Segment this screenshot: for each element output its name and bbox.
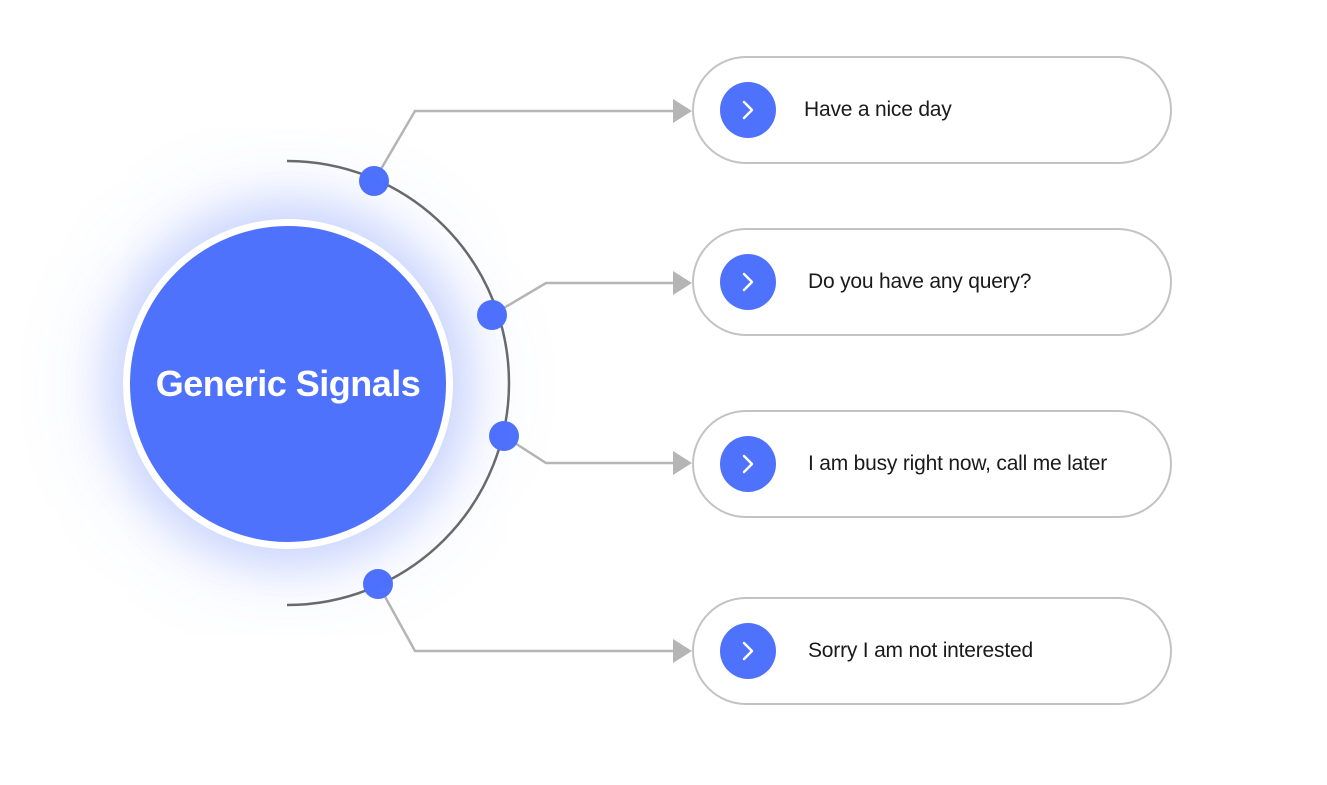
arc-node-4 bbox=[363, 569, 393, 599]
connector-line-4 bbox=[376, 583, 676, 653]
chevron-right-icon bbox=[720, 436, 776, 492]
connector-arrow-2 bbox=[673, 271, 692, 295]
chevron-right-icon bbox=[720, 254, 776, 310]
hub-title: Generic Signals bbox=[155, 363, 421, 404]
arc-node-1 bbox=[359, 166, 389, 196]
signal-card-1[interactable]: Have a nice day bbox=[692, 56, 1172, 164]
signal-card-3[interactable]: I am busy right now, call me later bbox=[692, 410, 1172, 518]
signal-label: Do you have any query? bbox=[808, 270, 1032, 293]
connector-arrow-3 bbox=[673, 451, 692, 475]
connector-line-2 bbox=[491, 281, 676, 317]
signal-card-4[interactable]: Sorry I am not interested bbox=[692, 597, 1172, 705]
arc-node-2 bbox=[477, 300, 507, 330]
signal-label: I am busy right now, call me later bbox=[808, 452, 1107, 475]
signal-card-2[interactable]: Do you have any query? bbox=[692, 228, 1172, 336]
connector-arrow-1 bbox=[673, 99, 692, 123]
hub-circle: Generic Signals bbox=[123, 219, 453, 549]
chevron-right-icon bbox=[720, 623, 776, 679]
chevron-right-icon bbox=[720, 82, 776, 138]
signal-label: Have a nice day bbox=[804, 98, 952, 121]
signal-label: Sorry I am not interested bbox=[808, 639, 1033, 662]
arc-node-3 bbox=[489, 421, 519, 451]
connector-line-3 bbox=[503, 434, 676, 465]
connector-arrow-4 bbox=[673, 639, 692, 663]
connector-line-1 bbox=[372, 109, 676, 182]
